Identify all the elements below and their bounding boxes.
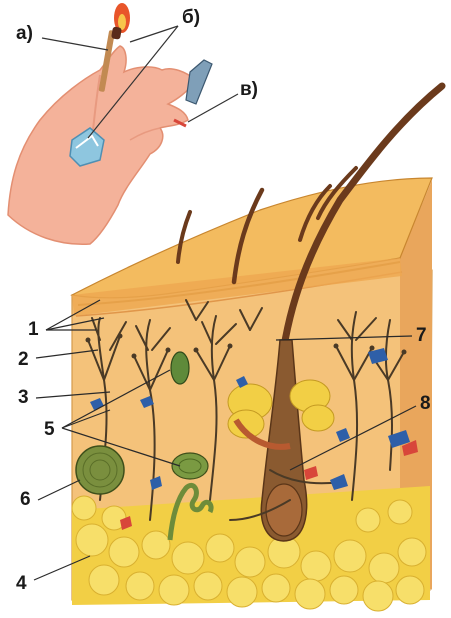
lamellar-receptor [76, 446, 124, 494]
label-1: 1 [28, 320, 39, 339]
label-b: б) [182, 8, 200, 27]
label-3: 3 [18, 388, 29, 407]
label-8: 8 [420, 394, 431, 413]
label-6: 6 [20, 490, 31, 509]
label-v: в) [240, 80, 258, 99]
needle-object [186, 60, 212, 104]
hand-illustration [8, 3, 238, 244]
label-7: 7 [416, 326, 427, 345]
touch-corpuscle [171, 352, 189, 384]
label-4: 4 [16, 574, 27, 593]
bulb-receptor [172, 453, 208, 479]
label-2: 2 [18, 350, 29, 369]
label-5: 5 [44, 420, 55, 439]
label-a: а) [16, 24, 33, 43]
